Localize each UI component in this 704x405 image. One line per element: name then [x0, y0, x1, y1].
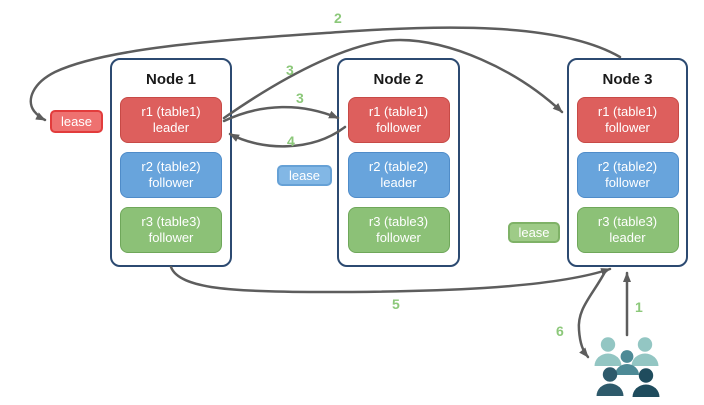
- step-label-5: 5: [392, 296, 400, 312]
- replica-role: leader: [152, 120, 190, 135]
- node-2-title: Node 2: [373, 71, 424, 88]
- replica-role: follower: [605, 120, 650, 135]
- node2-replica-r2: r2 (table2) leader: [347, 152, 450, 198]
- arrow-step-5: [169, 265, 612, 294]
- arrow-step-3-to-node2: [222, 105, 340, 123]
- replica-name: r3 (table3): [141, 213, 201, 229]
- replica-name: r3 (table3): [368, 213, 429, 229]
- node-3: Node 3 r1 (table1) follower r2 (table2) …: [567, 58, 688, 267]
- users-group-icon: [594, 337, 660, 397]
- step-label-6: 6: [556, 323, 564, 339]
- step-label-3b: 3: [296, 90, 304, 106]
- node1-replica-r1: r1 (table1) leader: [120, 97, 222, 143]
- replica-name: r3 (table3): [597, 213, 658, 229]
- replica-name: r1 (table1): [141, 103, 201, 119]
- replica-name: r2 (table2): [597, 158, 658, 174]
- replica-name: r2 (table2): [141, 158, 201, 174]
- lease-badge-r3: lease: [508, 222, 560, 243]
- replica-name: r1 (table1): [597, 103, 658, 119]
- replica-role: follower: [376, 120, 421, 135]
- step-label-4: 4: [287, 133, 295, 149]
- replica-role: leader: [609, 230, 646, 245]
- node3-replica-r1: r1 (table1) follower: [576, 97, 679, 143]
- node-1: Node 1 r1 (table1) leader r2 (table2) fo…: [110, 58, 232, 267]
- node-2: Node 2 r1 (table1) follower r2 (table2) …: [337, 58, 460, 267]
- node1-replica-r3: r3 (table3) follower: [120, 207, 222, 253]
- step-label-1: 1: [635, 299, 643, 315]
- node2-replica-r1: r1 (table1) follower: [347, 97, 450, 143]
- node3-replica-r2: r2 (table2) follower: [576, 152, 679, 198]
- replica-name: r1 (table1): [368, 103, 429, 119]
- step-label-3a: 3: [286, 62, 294, 78]
- node-1-title: Node 1: [145, 71, 196, 88]
- replica-role: follower: [376, 230, 421, 245]
- step-label-2: 2: [334, 10, 342, 26]
- lease-badge-r1: lease: [50, 110, 103, 133]
- node2-replica-r3: r3 (table3) follower: [347, 207, 450, 253]
- arrow-step-6: [577, 268, 608, 359]
- replica-role: follower: [605, 175, 650, 190]
- replica-role: leader: [380, 175, 417, 190]
- node3-replica-r3: r3 (table3) leader: [576, 207, 679, 253]
- replica-role: follower: [148, 230, 194, 245]
- lease-badge-r2: lease: [277, 165, 332, 186]
- replica-name: r2 (table2): [368, 158, 429, 174]
- node-3-title: Node 3: [602, 71, 653, 88]
- replica-role: follower: [148, 175, 194, 190]
- node1-replica-r2: r2 (table2) follower: [120, 152, 222, 198]
